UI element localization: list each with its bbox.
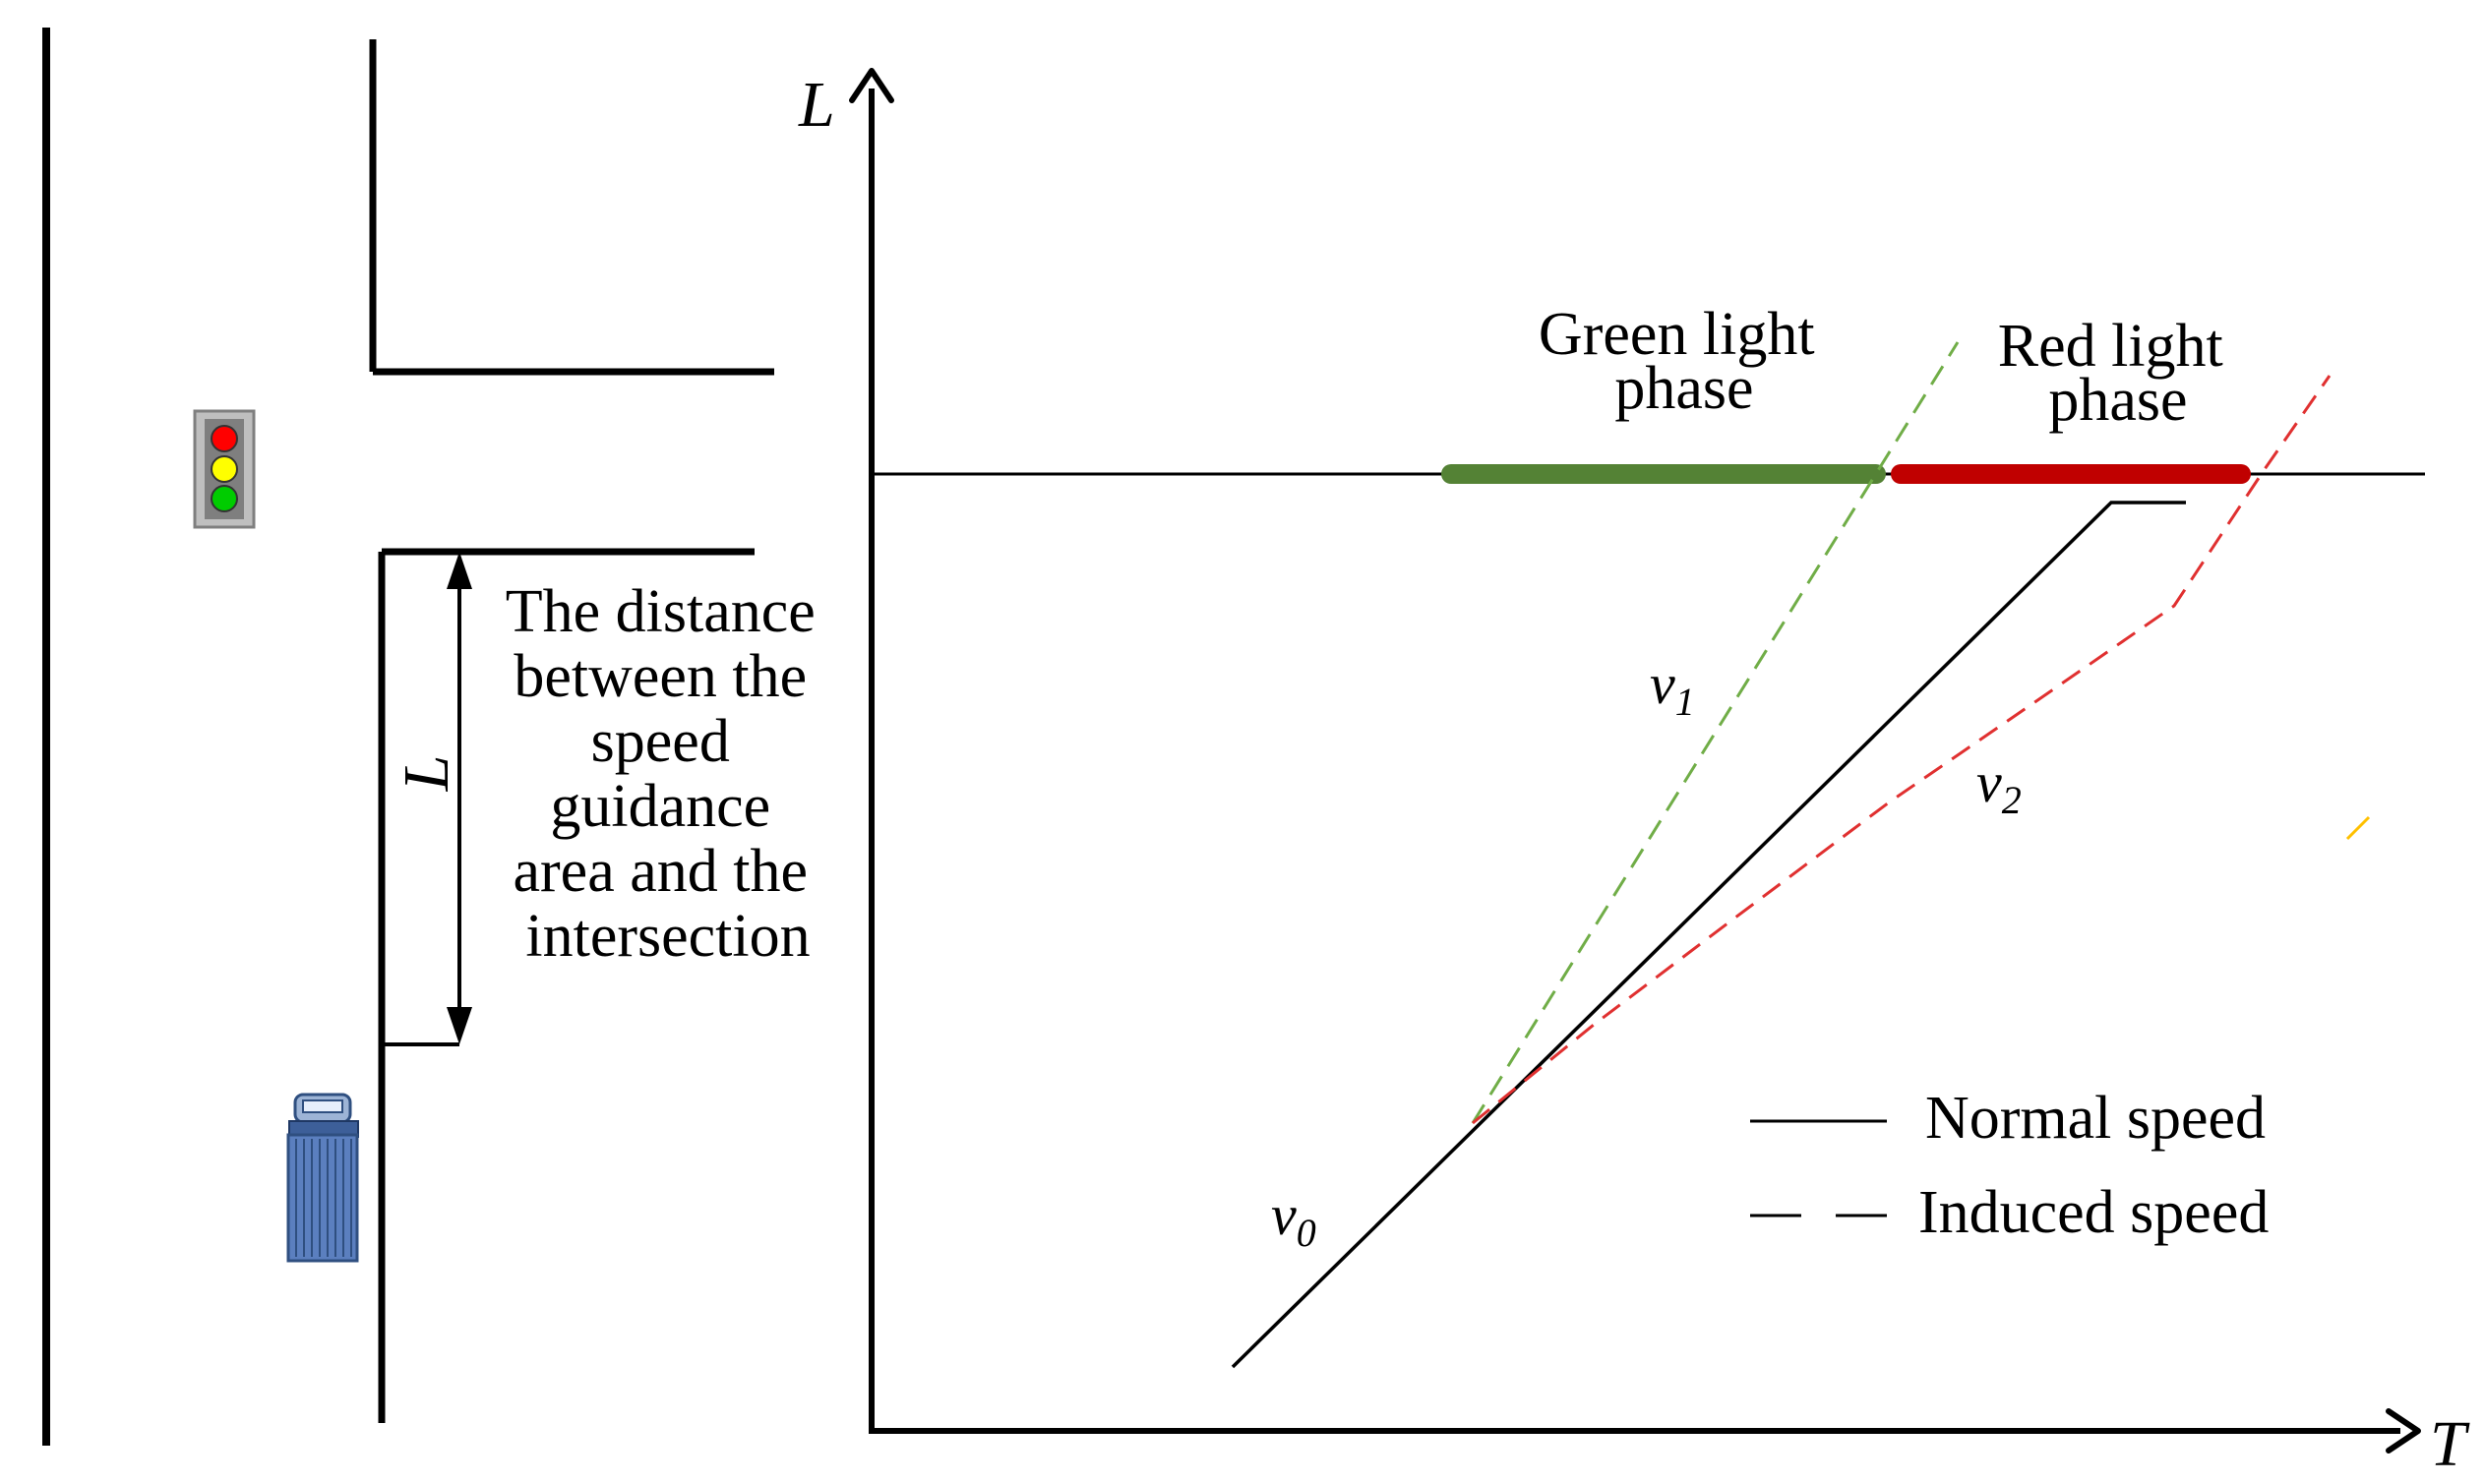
distance-arrow-head-top <box>447 552 472 589</box>
v0-label-sub: 0 <box>1297 1211 1316 1255</box>
red-phase-label-line-1: Red light <box>1998 313 2223 380</box>
traffic-light-icon <box>193 409 256 529</box>
distance-caption-line-2: between the <box>514 643 807 710</box>
y-axis-label: L <box>798 69 835 141</box>
red-phase-label-line-2: phase <box>2048 367 2187 434</box>
distance-caption: The distance between the speed guidance … <box>506 578 831 970</box>
time-distance-chart: L T Green light phase Red light phase v0… <box>798 68 2470 1480</box>
distance-arrow-head-bottom <box>447 1007 472 1044</box>
distance-caption-line-3: speed <box>591 708 730 775</box>
distance-caption-line-4: guidance <box>550 773 770 840</box>
v0-label: v0 <box>1271 1183 1316 1255</box>
v1-label-sub: 1 <box>1675 680 1695 724</box>
truck-icon <box>286 1093 359 1263</box>
road-scene: L The distance between the speed guidanc… <box>42 28 831 1446</box>
x-axis-arrowhead <box>2386 1408 2421 1454</box>
green-phase-label-line-2: phase <box>1614 355 1753 422</box>
v0-label-base: v <box>1271 1183 1297 1247</box>
distance-caption-line-5: area and the <box>514 838 808 905</box>
stray-accent-mark <box>2345 815 2371 841</box>
v1-induced-trajectory <box>1471 341 1960 1124</box>
distance-caption-line-1: The distance <box>506 578 816 645</box>
legend-normal-speed: Normal speed <box>1925 1085 2266 1152</box>
green-phase-label: Green light phase <box>1539 301 1830 422</box>
green-lamp-icon <box>211 485 238 512</box>
distance-marker-label: L <box>391 755 462 793</box>
distance-caption-line-6: intersection <box>525 903 810 970</box>
v1-label: v1 <box>1650 652 1695 724</box>
legend: Normal speed Induced speed <box>1750 1085 2269 1246</box>
v2-label-base: v <box>1976 750 2002 814</box>
v1-label-base: v <box>1650 652 1675 716</box>
v2-induced-trajectory <box>1472 375 2332 1125</box>
yellow-lamp-icon <box>211 455 238 483</box>
legend-induced-speed: Induced speed <box>1918 1179 2269 1246</box>
v2-label: v2 <box>1976 750 2022 822</box>
y-axis-arrowhead <box>849 68 894 103</box>
red-phase-label: Red light phase <box>1998 313 2239 434</box>
green-phase-label-line-1: Green light <box>1539 301 1815 368</box>
v2-label-sub: 2 <box>2002 778 2022 822</box>
x-axis-label: T <box>2430 1408 2470 1480</box>
red-lamp-icon <box>211 425 238 452</box>
